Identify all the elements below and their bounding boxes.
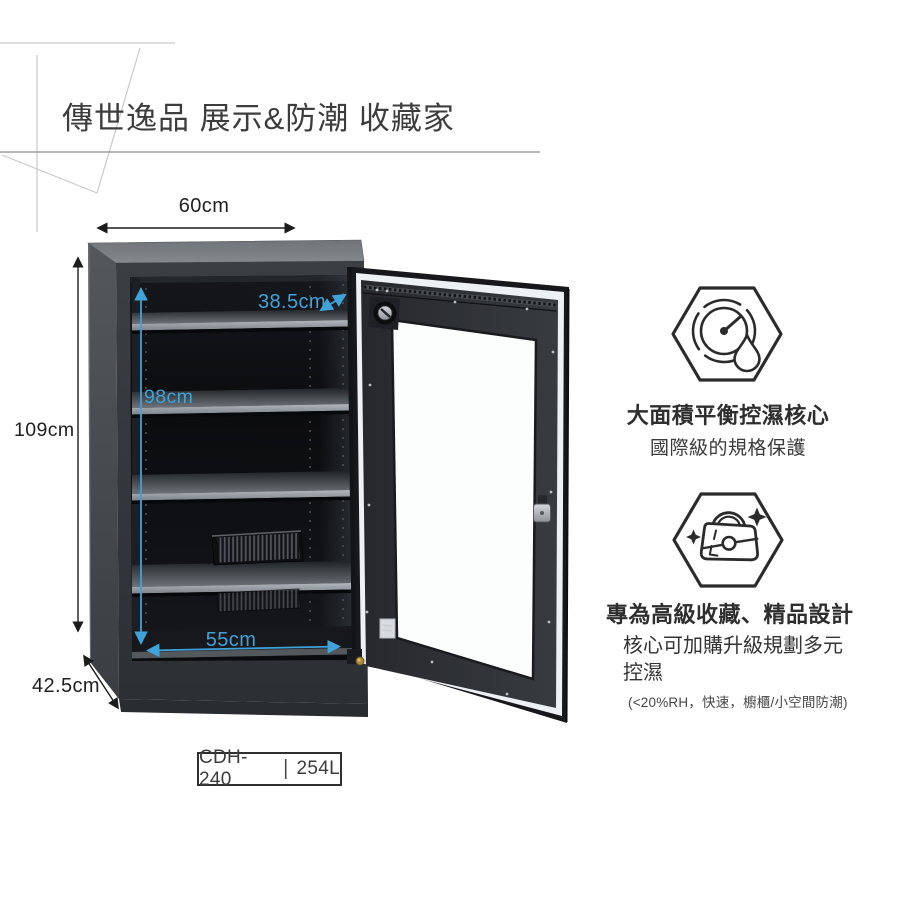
- door-screws: [365, 288, 555, 696]
- feature-title: 專為高級收藏、精品設計: [606, 602, 854, 627]
- decorative-lines: [0, 42, 540, 232]
- dehumidifier-unit: [211, 530, 304, 566]
- humidity-gauge-icon: [671, 286, 783, 382]
- vent-grille: [216, 588, 302, 613]
- luxury-handbag-icon: [672, 492, 784, 588]
- shelf-1: [132, 309, 352, 334]
- model-number: CDH-240: [199, 747, 248, 790]
- door-latch-handle: [533, 495, 551, 523]
- shelf-3: [132, 471, 352, 504]
- dimension-label-top-width: 60cm: [178, 195, 230, 217]
- dimension-label-body-height: 109cm: [14, 419, 75, 441]
- dimension-label-inner-depth: 38.5cm: [258, 291, 326, 313]
- sparkle-icon: [747, 507, 767, 527]
- glass-sticker: [379, 618, 396, 639]
- model-badge-separator: |: [283, 756, 289, 780]
- door-glass-panel: [390, 318, 538, 681]
- door-hinge: [347, 649, 365, 666]
- feature-luxury-collection: 專為高級收藏、精品設計 核心可加購升級規劃多元 控濕 (<20%RH，快速，櫥櫃…: [606, 601, 900, 711]
- page-title: 傳世逸品 展示&防潮 收藏家: [62, 101, 455, 136]
- dimension-line-inner-width: [145, 639, 342, 658]
- feature-subtitle: 國際級的規格保護: [649, 438, 806, 459]
- feature-line: 控濕: [623, 662, 663, 684]
- model-badge: CDH-240 | 254L: [197, 747, 342, 790]
- shelf-2: [132, 388, 352, 418]
- cabinet-door: [347, 267, 570, 723]
- feature-line: 核心可加購升級規劃多元: [623, 635, 843, 657]
- dimension-label-body-depth: 42.5cm: [32, 675, 100, 697]
- dimension-line-body-depth: [83, 654, 119, 710]
- feature-humidity-control: 大面積平衡控濕核心 國際級的規格保護: [592, 402, 864, 460]
- cabinet-body: [87, 239, 368, 717]
- feature-note: (<20%RH，快速，櫥櫃/小空間防潮): [628, 695, 848, 710]
- dimension-label-inner-height: 98cm: [144, 386, 194, 408]
- model-capacity: 254L: [296, 758, 340, 779]
- dimension-label-inner-width: 55cm: [205, 629, 257, 651]
- door-lock-icon: [368, 296, 400, 330]
- feature-title: 大面積平衡控濕核心: [626, 403, 830, 428]
- dimension-line-inner-depth: [319, 293, 347, 312]
- sparkle-icon: [686, 529, 701, 545]
